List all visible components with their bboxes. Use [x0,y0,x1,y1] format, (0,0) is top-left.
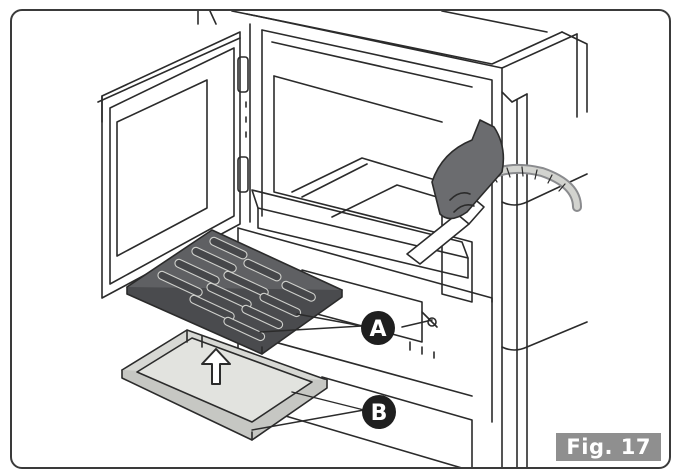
figure-frame: A B Fig. 17 [10,9,671,469]
grate-a [126,229,343,355]
figure-number-badge: Fig. 17 [556,433,661,461]
callout-b: B [362,395,396,429]
callout-a: A [361,311,395,345]
hand-icon [431,119,505,220]
lift-arrow [201,348,231,385]
leader-lines [251,313,365,431]
stove-body [197,11,588,467]
stove-illustration: A B [97,11,588,467]
ash-drawer-b [121,329,328,441]
open-door [97,31,249,299]
callout-b-label: B [371,401,388,426]
callout-a-label: A [369,317,386,342]
